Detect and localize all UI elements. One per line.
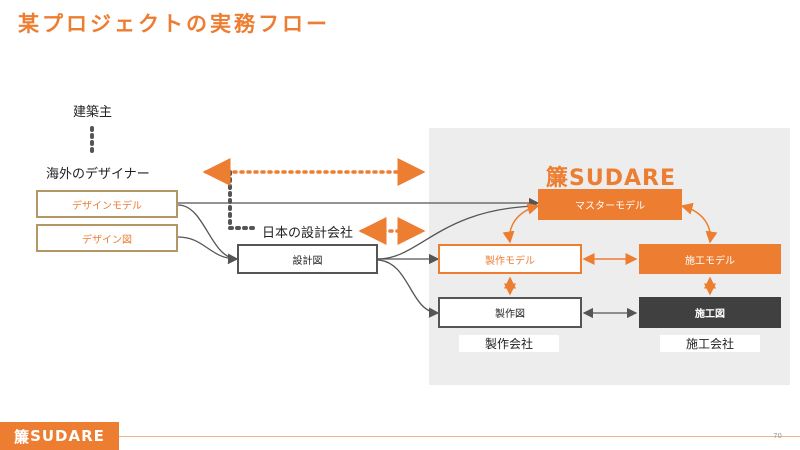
footer-logo-kanji: 簾 [14, 427, 31, 446]
sudare-logo-kanji: 簾 [546, 166, 570, 191]
page-number: 70 [773, 432, 782, 440]
design-model-box: デザインモデル [36, 190, 178, 218]
design-drawing-to-working [177, 236, 239, 265]
footer-logo-text: SUDARE [30, 427, 105, 445]
master-to-construction-model [680, 202, 718, 244]
fabrication-company-label: 製作会社 [459, 335, 559, 352]
working-to-fab-drawing [377, 259, 440, 318]
construction-company-label: 施工会社 [660, 335, 760, 352]
construction-model-box: 施工モデル [639, 244, 781, 274]
construction-drawing-box: 施工図 [639, 297, 781, 328]
designer-firm-dots [228, 170, 260, 230]
page-title: 某プロジェクトの実務フロー [18, 12, 330, 36]
sudare-logo-text: SUDARE [569, 166, 676, 191]
footer-divider [119, 436, 800, 437]
master-to-fab-model [502, 202, 540, 244]
fabrication-model-box: 製作モデル [438, 244, 582, 274]
sudare-logo: 簾SUDARE [546, 160, 676, 192]
design-model-to-working [177, 204, 239, 264]
domestic-design-firm-label: 日本の設計会社 [262, 226, 354, 241]
master-model-box: マスターモデル [538, 189, 682, 220]
fabrication-drawing-box: 製作図 [438, 297, 582, 328]
owner-label: 建築主 [73, 105, 113, 120]
design-drawing-box: デザイン図 [36, 224, 178, 252]
foreign-designer-label: 海外のデザイナー [46, 167, 150, 182]
working-drawing-box: 設計図 [237, 244, 378, 274]
